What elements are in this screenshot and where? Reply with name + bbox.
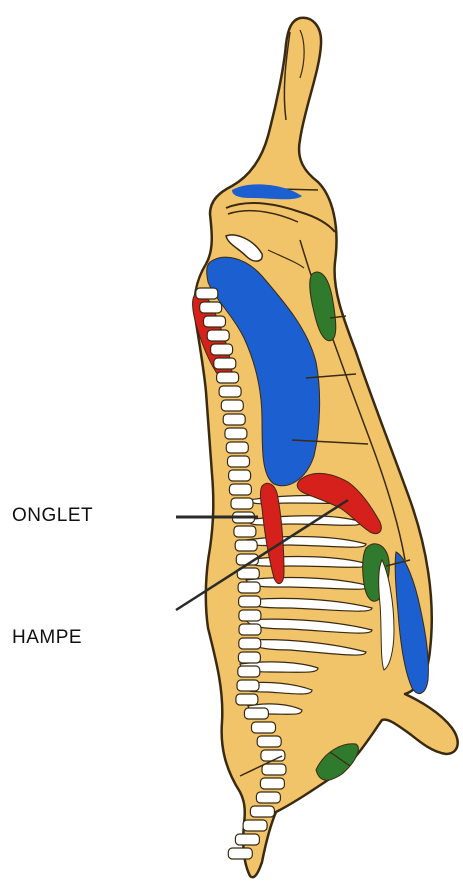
vertebra — [219, 386, 241, 397]
vertebra — [239, 624, 261, 635]
vertebra — [235, 834, 259, 845]
vertebra — [239, 638, 261, 649]
vertebra — [256, 792, 280, 803]
vertebra — [204, 316, 226, 327]
vertebra — [221, 400, 243, 411]
vertebra — [229, 484, 251, 495]
vertebra — [238, 652, 260, 663]
vertebra — [228, 456, 250, 467]
vertebra — [239, 610, 261, 621]
vertebra — [217, 372, 239, 383]
vertebra — [235, 540, 257, 551]
vertebra — [234, 526, 256, 537]
vertebra — [239, 596, 261, 607]
vertebra — [211, 344, 233, 355]
vertebra — [238, 666, 260, 677]
vertebra — [225, 428, 247, 439]
vertebra — [243, 820, 267, 831]
vertebra — [226, 442, 248, 453]
vertebra — [262, 764, 286, 775]
vertebra — [250, 806, 274, 817]
vertebra — [237, 680, 259, 691]
onglet-label: ONGLET — [12, 505, 93, 527]
vertebra — [228, 848, 252, 859]
vertebra — [236, 694, 258, 705]
vertebra — [244, 708, 268, 719]
vertebra — [231, 498, 253, 509]
vertebra — [238, 582, 260, 593]
vertebra — [260, 778, 284, 789]
vertebra — [229, 470, 251, 481]
vertebra — [214, 358, 236, 369]
vertebra — [261, 750, 285, 761]
hampe-label: HAMPE — [12, 627, 82, 649]
vertebra — [207, 330, 229, 341]
vertebra — [223, 414, 245, 425]
vertebra — [200, 302, 222, 313]
vertebra — [252, 722, 276, 733]
vertebra — [196, 288, 218, 299]
vertebra — [257, 736, 281, 747]
